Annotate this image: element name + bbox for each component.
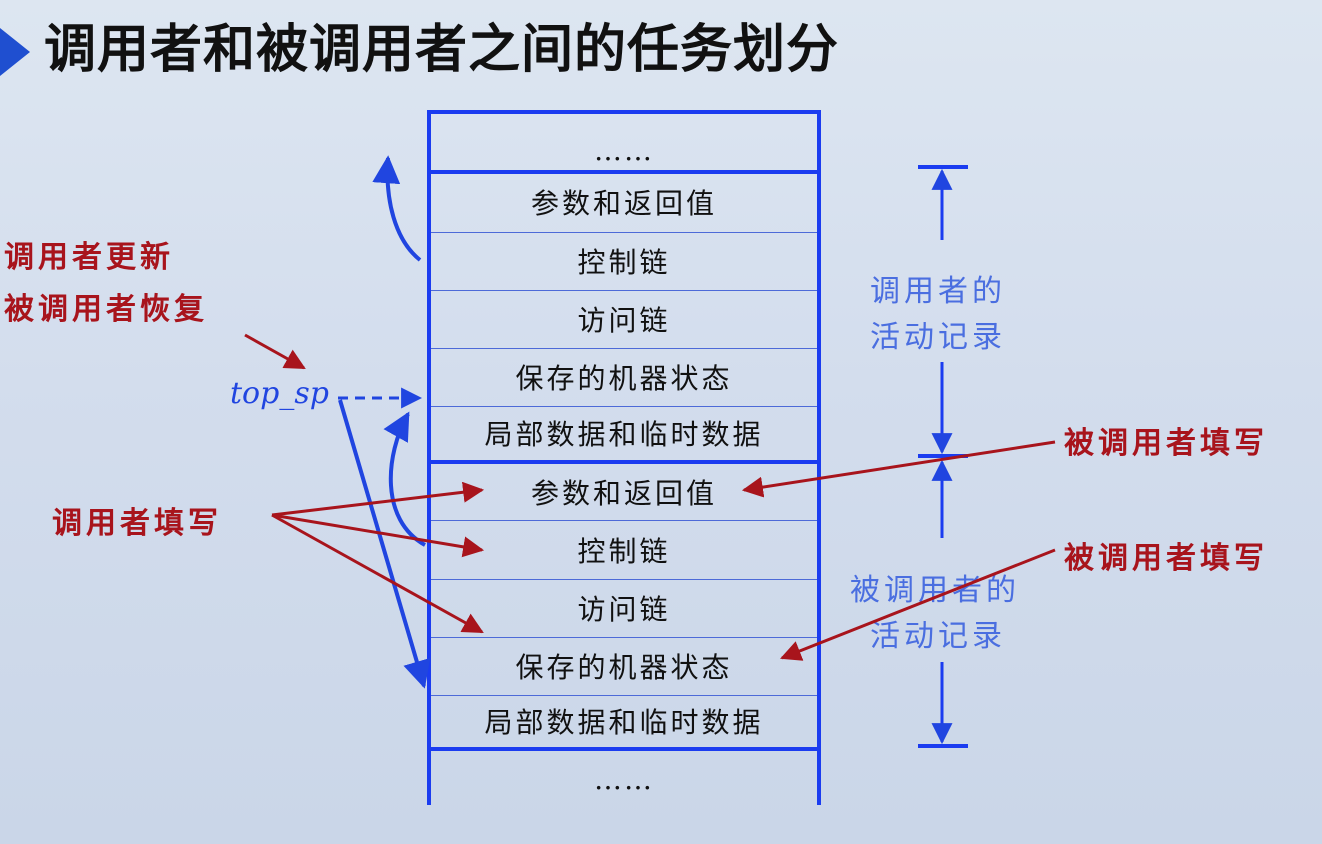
caller-fills-arrow-params [271,481,485,517]
label-callee-restores: 被调用者恢复 [4,292,208,327]
callee-cell-access-link: 访问链 [577,593,671,626]
callee-record-bracket [918,459,968,748]
stack-divider [431,747,817,751]
stack-divider [431,579,817,580]
caller-record-bracket [918,165,968,458]
callee-cell-machine-state: 保存的机器状态 [515,651,733,684]
label-callee-fills-lower: 被调用者填写 [1064,541,1268,576]
label-callee-fills-upper: 被调用者填写 [1064,426,1268,461]
caller-cell-local-data: 局部数据和临时数据 [484,418,764,451]
stack-divider [431,460,817,464]
caller-cell-params: 参数和返回值 [530,187,717,220]
caller-updates-arrow [244,333,306,370]
label-top-sp: top_sp [230,376,329,411]
label-caller-updates: 调用者更新 [4,240,174,275]
control-link-arrow-lower [383,411,426,547]
title-bullet-icon [0,28,30,76]
stack-divider [431,232,817,233]
label-callee-record-line1: 被调用者的 [850,573,1020,608]
caller-cell-control-link: 控制链 [577,246,671,279]
stack-divider [431,290,817,291]
stack-divider [431,695,817,696]
callee-fills-arrow-params [741,440,1056,498]
label-caller-record-line2: 活动记录 [870,320,1006,355]
caller-cell-machine-state: 保存的机器状态 [515,362,733,395]
stack-divider [431,520,817,521]
callee-cell-params: 参数和返回值 [530,476,717,510]
page-title: 调用者和被调用者之间的任务划分 [44,20,840,80]
caller-cell-access-link: 访问链 [577,304,671,337]
stack-divider [431,637,817,638]
callee-cell-control-link: 控制链 [577,534,671,568]
callee-cell-local-data: 局部数据和临时数据 [484,706,764,739]
label-caller-record-line1: 调用者的 [870,274,1006,309]
stack-divider [431,170,817,174]
control-link-arrow-upper [372,155,422,262]
stack-bottom-ellipsis: …… [594,762,654,796]
activation-record-stack: …… 参数和返回值 控制链 访问链 保存的机器状态 局部数据和临时数据 参数和返… [427,110,821,805]
caller-fills-arrow-control [271,513,485,558]
stack-top-ellipsis: …… [594,133,654,167]
top-sp-move-arrow [338,399,431,689]
stack-divider [431,406,817,407]
label-callee-record-line2: 活动记录 [870,619,1006,654]
stack-divider [431,348,817,349]
caller-fills-arrow-state [271,513,484,634]
callee-fills-arrow-state [780,548,1056,661]
label-caller-fills: 调用者填写 [52,506,222,541]
